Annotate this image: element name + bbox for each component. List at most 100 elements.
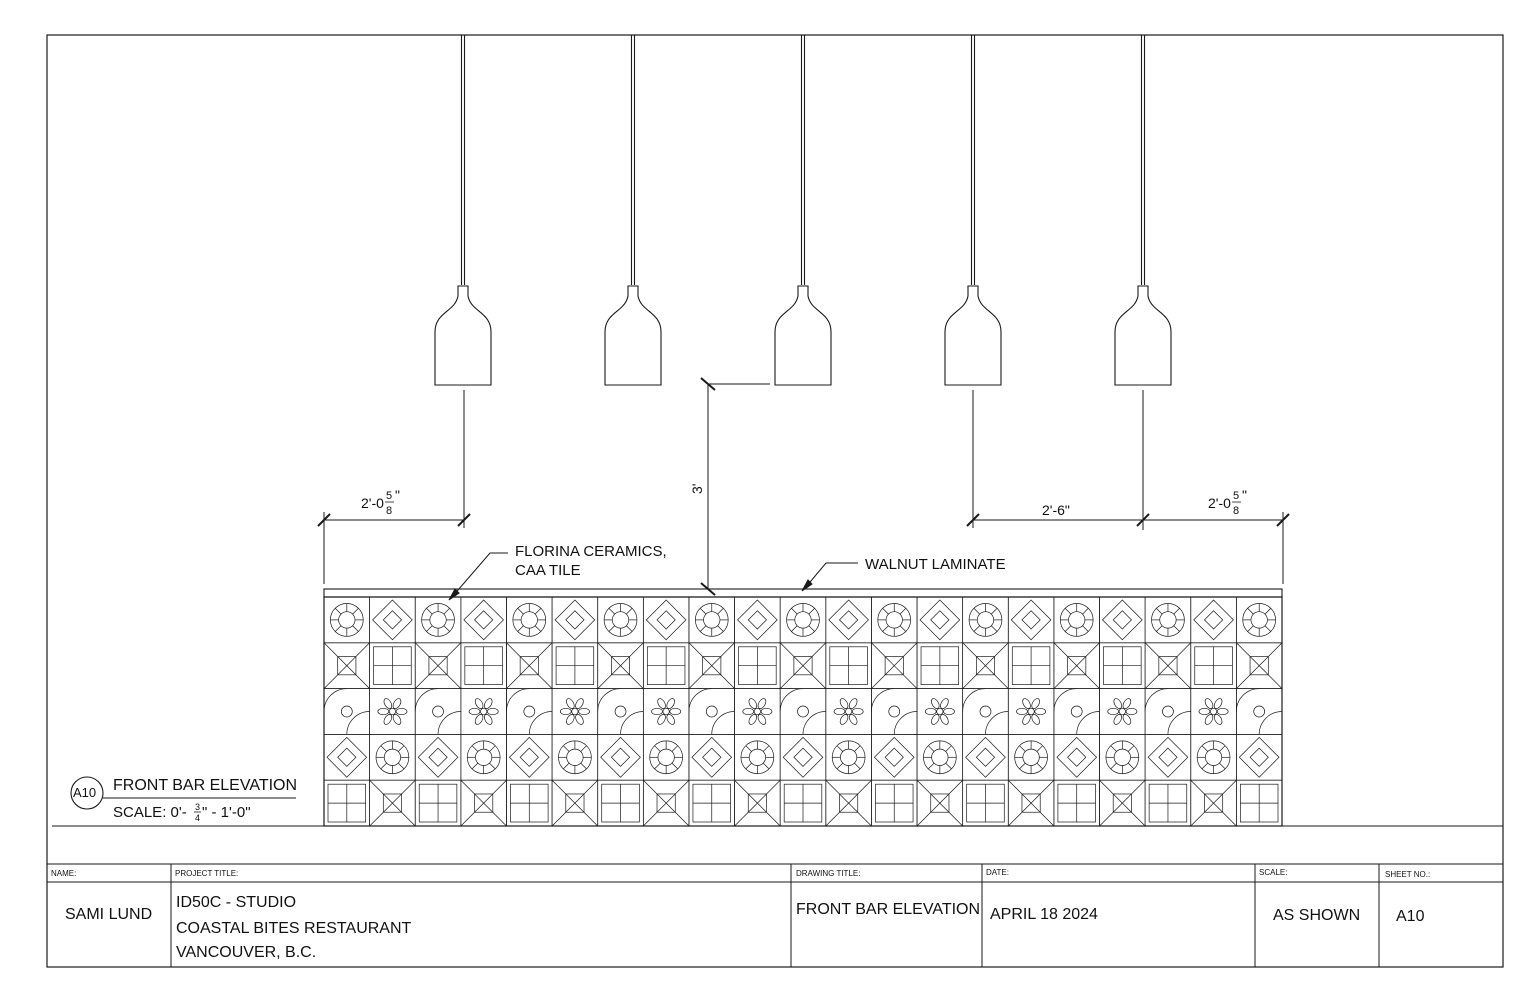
- pendant-light: [944, 35, 1002, 386]
- tile: [1190, 779, 1237, 827]
- tile: [1007, 596, 1055, 644]
- tile-grid: [323, 596, 1283, 827]
- svg-text:8: 8: [386, 505, 392, 517]
- tile: [688, 596, 735, 644]
- date-value: APRIL 18 2024: [990, 906, 1098, 923]
- tile: [1144, 642, 1192, 689]
- tile: [1007, 734, 1055, 781]
- tile: [1144, 779, 1192, 827]
- drawing-title: FRONT BAR ELEVATION: [113, 777, 297, 794]
- project-line3: VANCOUVER, B.C.: [176, 944, 316, 961]
- pendant-lights: [434, 35, 1172, 386]
- project-caption: PROJECT TITLE:: [175, 869, 238, 878]
- tile: [1099, 688, 1146, 735]
- tile: [369, 642, 416, 689]
- pendant-shade: [434, 285, 492, 386]
- tile: [779, 779, 827, 827]
- sheet-value: A10: [1396, 908, 1425, 925]
- tile: [323, 688, 370, 735]
- project-line1: ID50C - STUDIO: [176, 894, 296, 911]
- tile: [825, 734, 872, 781]
- tile: [506, 642, 553, 689]
- tile: [1053, 734, 1100, 781]
- tile: [1190, 734, 1237, 781]
- tile: [825, 779, 872, 827]
- bar-counter: [323, 588, 1283, 827]
- tile: [414, 688, 462, 735]
- tile: [779, 688, 827, 735]
- svg-text:": ": [1242, 487, 1247, 503]
- pendant-light: [774, 35, 832, 386]
- tile: [871, 642, 918, 689]
- tile: [1099, 642, 1146, 689]
- dimension-right: 2'-0 5 8 ": [1208, 487, 1247, 517]
- svg-text:": ": [395, 487, 400, 503]
- tile: [551, 642, 599, 689]
- tile: [1144, 734, 1192, 781]
- dimension-middle-right: 2'-6": [1042, 502, 1070, 518]
- tile: [1236, 779, 1283, 827]
- tile: [734, 642, 781, 689]
- tile: [551, 779, 599, 827]
- tile: [597, 734, 644, 781]
- leader-lines: [448, 552, 858, 601]
- tile: [369, 734, 416, 781]
- svg-text:2'-0: 2'-0: [1208, 495, 1231, 511]
- pendant-light: [1114, 35, 1172, 386]
- tile: [962, 642, 1009, 689]
- tile: [916, 688, 964, 735]
- tile: [1144, 688, 1192, 735]
- tile: [1007, 779, 1055, 827]
- name-caption: NAME:: [51, 869, 76, 878]
- tile: [551, 734, 599, 781]
- tile: [688, 779, 735, 827]
- tile: [597, 596, 644, 644]
- dimension-lines: [317, 377, 1290, 596]
- tile: [551, 688, 599, 735]
- tile: [506, 734, 553, 781]
- tile: [1053, 779, 1100, 827]
- tile: [1007, 642, 1055, 689]
- svg-text:4: 4: [195, 813, 200, 823]
- scale-value: AS SHOWN: [1273, 907, 1360, 924]
- name-value: SAMI LUND: [65, 906, 152, 923]
- tile: [734, 779, 781, 827]
- tile: [688, 688, 735, 735]
- tile: [460, 734, 507, 781]
- tile: [597, 688, 644, 735]
- tile: [1236, 688, 1283, 735]
- sheet-caption: SHEET NO.:: [1385, 870, 1430, 879]
- pendant-light: [604, 35, 662, 386]
- pendant-shade: [604, 285, 662, 386]
- tile: [779, 596, 827, 644]
- tile: [414, 596, 462, 644]
- drawing-tag-id: A10: [73, 785, 96, 800]
- tile: [734, 596, 781, 644]
- tile: [642, 642, 690, 689]
- tile-note-line1: FLORINA CERAMICS,: [515, 543, 667, 560]
- date-caption: DATE:: [986, 868, 1009, 877]
- tile: [871, 779, 918, 827]
- tile: [962, 779, 1009, 827]
- tile: [1236, 596, 1283, 644]
- tile: [460, 688, 507, 735]
- tile: [642, 688, 690, 735]
- tile: [1099, 596, 1146, 644]
- tile: [369, 779, 416, 827]
- svg-text:3: 3: [195, 802, 200, 812]
- tile: [597, 779, 644, 827]
- svg-text:5: 5: [1233, 490, 1239, 502]
- tile: [369, 688, 416, 735]
- tile: [1007, 688, 1055, 735]
- pendant-shade: [1114, 285, 1172, 386]
- tile: [688, 642, 735, 689]
- svg-text:5: 5: [386, 490, 392, 502]
- title-block: [47, 863, 1503, 967]
- tile: [916, 734, 964, 781]
- tile: [1190, 642, 1237, 689]
- tile: [1236, 734, 1283, 781]
- tile: [871, 734, 918, 781]
- tile: [871, 688, 918, 735]
- tile: [1190, 688, 1237, 735]
